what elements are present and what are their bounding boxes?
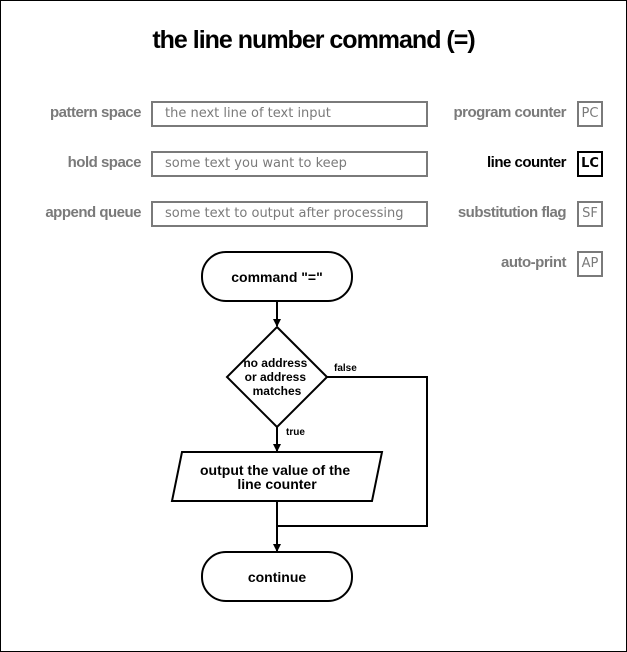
substitution-flag-register: SF: [577, 201, 603, 227]
hold-space-label: hold space: [67, 154, 142, 171]
action-parallelogram: [170, 451, 384, 502]
line-counter-label: line counter: [486, 154, 567, 171]
end-terminal: [201, 551, 353, 602]
true-edge-label: true: [286, 427, 305, 438]
append-queue-label: append queue: [45, 204, 141, 221]
false-edge-label: false: [334, 363, 357, 374]
pattern-space-box: the next line of text input: [151, 101, 428, 127]
program-counter-label: program counter: [453, 104, 566, 121]
auto-print-label: auto-print: [501, 254, 566, 271]
line-counter-register: LC: [577, 151, 603, 177]
hold-space-box: some text you want to keep: [151, 151, 428, 177]
start-terminal-text: command "=": [231, 269, 322, 285]
auto-print-register: AP: [577, 251, 603, 277]
decision-text: no address or address matches: [243, 356, 310, 398]
pattern-space-label: pattern space: [49, 104, 142, 121]
substitution-flag-label: substitution flag: [457, 204, 567, 221]
end-terminal-text: continue: [248, 569, 307, 585]
append-queue-box: some text to output after processing: [151, 201, 428, 227]
diagram-title: the line number command (=): [152, 26, 475, 54]
edge-false: [277, 376, 428, 527]
program-counter-register: PC: [577, 101, 603, 127]
action-text: output the value of the line counter: [200, 462, 354, 492]
